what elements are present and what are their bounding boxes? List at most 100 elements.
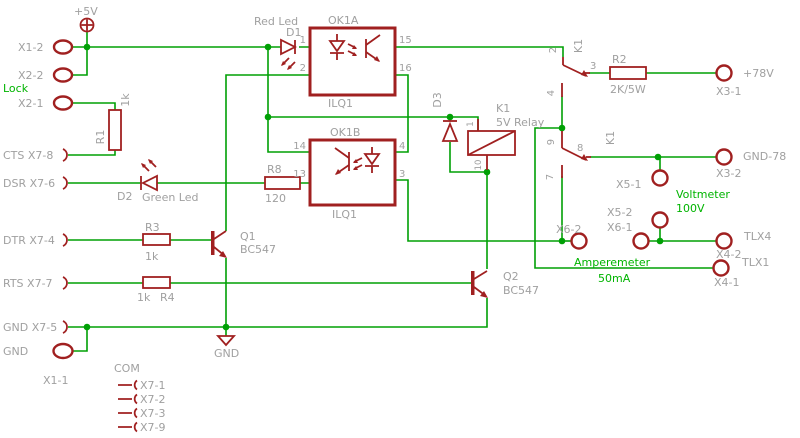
led-d1[interactable]: Red Led D1 xyxy=(254,15,301,70)
ok1a-transistor-legs xyxy=(365,34,381,62)
label-relay-name: K1 xyxy=(496,102,510,115)
label-d2-desc: Green Led xyxy=(142,191,199,204)
diode-d3[interactable]: D3 xyxy=(431,92,459,142)
label-ok1a-pin16: 16 xyxy=(399,63,412,74)
label-x5-2: X5-2 xyxy=(607,206,633,219)
led-d2[interactable]: D2 Green Led xyxy=(117,159,199,204)
label-lock: Lock xyxy=(3,82,29,95)
pad-x6-2[interactable]: X6-2 xyxy=(556,223,588,250)
label-x6-1: X6-1 xyxy=(607,221,633,234)
net-ok1a-pin16 xyxy=(395,74,409,153)
relay-coil-diagonal xyxy=(467,130,516,156)
label-tlx4: TLX4 xyxy=(743,230,771,243)
optocoupler-ok1b[interactable]: OK1B ILQ1 14 13 4 3 xyxy=(293,126,405,221)
label-ok1a-pin1: 1 xyxy=(300,35,306,46)
led-triangle xyxy=(140,174,158,192)
vcc-circle xyxy=(79,17,95,33)
relay-coil-k1[interactable]: K1 5V Relay 1 10 xyxy=(466,102,545,170)
label-ok1a-value: ILQ1 xyxy=(328,97,353,110)
transistor-q1[interactable]: Q1 BC547 xyxy=(211,230,276,258)
label-cts: CTS X7-8 xyxy=(3,149,53,162)
label-x7-1: X7-1 xyxy=(140,379,166,392)
pin-dtr-x7-4[interactable]: DTR X7-4 xyxy=(3,233,68,247)
label-q2-name: Q2 xyxy=(503,270,519,283)
pin-gnd-x7-5[interactable]: GND X7-5 xyxy=(3,320,68,334)
pin-dsr-x7-6[interactable]: DSR X7-6 xyxy=(3,176,68,190)
q1-collector xyxy=(213,230,227,240)
label-r4-name: R4 xyxy=(160,291,175,304)
ok1b-led xyxy=(365,147,379,173)
resistor-r4[interactable]: 1k R4 xyxy=(137,276,175,304)
pad-x4-2[interactable]: TLX4 X4-2 xyxy=(715,230,771,261)
pad-x5-1[interactable]: X5-1 xyxy=(616,169,669,192)
gnd-symbol[interactable]: GND xyxy=(214,335,239,360)
label-ok1b-pin13: 13 xyxy=(293,169,306,180)
ok1b-emitter-arrow xyxy=(335,169,341,175)
com-pin-stub xyxy=(118,379,138,391)
optocoupler-ok1a[interactable]: OK1A ILQ1 1 2 15 16 xyxy=(300,14,412,110)
junction xyxy=(222,323,230,331)
label-r8-name: R8 xyxy=(267,163,282,176)
pad-x2-2[interactable]: X2-2 xyxy=(18,67,74,83)
label-relay-pin1: 1 xyxy=(466,121,476,126)
label-k1b-pin7: 7 xyxy=(545,174,556,180)
junction xyxy=(264,43,272,51)
pad-x3-1[interactable]: +78V X3-1 xyxy=(715,64,774,99)
label-ok1b-pin3: 3 xyxy=(399,169,405,180)
net-amperemeter xyxy=(534,127,714,269)
ok1b-light-arrow-head xyxy=(353,159,358,163)
label-x5-1: X5-1 xyxy=(616,178,642,191)
junction xyxy=(83,323,91,331)
pad-x6-1[interactable]: X6-1 xyxy=(607,221,650,250)
ok1b-transistor-legs xyxy=(334,147,350,175)
pad-x4-1[interactable]: TLX1 X4-1 xyxy=(712,256,770,289)
label-k1b-pin8: 8 xyxy=(577,143,583,154)
label-x7-9: X7-9 xyxy=(140,421,166,434)
net-k1b-pin8 xyxy=(590,156,717,171)
resistor-body xyxy=(142,233,171,246)
com-pin-group[interactable]: COM X7-1 X7-2 X7-3 X7-9 xyxy=(114,362,166,434)
resistor-r2[interactable]: R2 2K/5W xyxy=(609,53,647,96)
led-arrow-head xyxy=(148,159,153,164)
relay-contact-k1b[interactable]: 9 K1 8 7 xyxy=(545,131,617,180)
label-amperemeter-value: 50mA xyxy=(598,272,631,285)
pad-ring xyxy=(715,148,733,166)
pin-rts-x7-7[interactable]: RTS X7-7 xyxy=(3,276,68,290)
label-d1: D1 xyxy=(286,26,301,39)
label-ok1a-name: OK1A xyxy=(328,14,359,27)
junction xyxy=(264,113,272,121)
label-r1-value: 1k xyxy=(119,93,132,107)
pad-ring xyxy=(715,232,733,250)
ok1b-light-arrow-head xyxy=(353,166,358,170)
pad-x5-2[interactable]: X5-2 xyxy=(607,206,669,229)
label-x7-3: X7-3 xyxy=(140,407,166,420)
led-arrow-head xyxy=(141,163,146,168)
resistor-r8[interactable]: R8 120 xyxy=(264,163,301,205)
ok1a-emitter-arrow xyxy=(374,56,380,62)
pad-x2-1[interactable]: X2-1 xyxy=(18,95,74,111)
label-ok1b-value: ILQ1 xyxy=(332,208,357,221)
supply-5v-symbol[interactable]: +5V xyxy=(74,5,98,33)
resistor-r3[interactable]: R3 1k xyxy=(142,221,171,263)
relay-contact-k1a[interactable]: 2 K1 3 4 xyxy=(546,39,596,97)
pin-arc xyxy=(62,148,68,162)
label-x1-1: X1-1 xyxy=(43,374,69,387)
ok1a-led xyxy=(330,34,344,60)
com-pin-stub xyxy=(118,421,138,433)
label-com: COM xyxy=(114,362,140,375)
pad-ring xyxy=(52,95,74,111)
pad-x1-2[interactable]: X1-2 xyxy=(18,39,74,55)
pad-ring xyxy=(52,342,74,360)
pad-ring xyxy=(52,39,74,55)
led-arrow-head xyxy=(287,65,292,70)
net-x2-2 xyxy=(73,47,88,76)
pad-x1-1[interactable]: GND X1-1 xyxy=(3,342,74,387)
net-cts-r1 xyxy=(68,102,116,156)
pin-cts-x7-8[interactable]: CTS X7-8 xyxy=(3,148,68,162)
label-ok1b-pin4: 4 xyxy=(399,141,405,152)
transistor-q2[interactable]: Q2 BC547 xyxy=(471,270,539,298)
resistor-r1[interactable]: 1k R1 xyxy=(94,93,132,151)
pad-x3-2[interactable]: GND-78 X3-2 xyxy=(715,148,786,181)
label-x1-2: X1-2 xyxy=(18,41,44,54)
